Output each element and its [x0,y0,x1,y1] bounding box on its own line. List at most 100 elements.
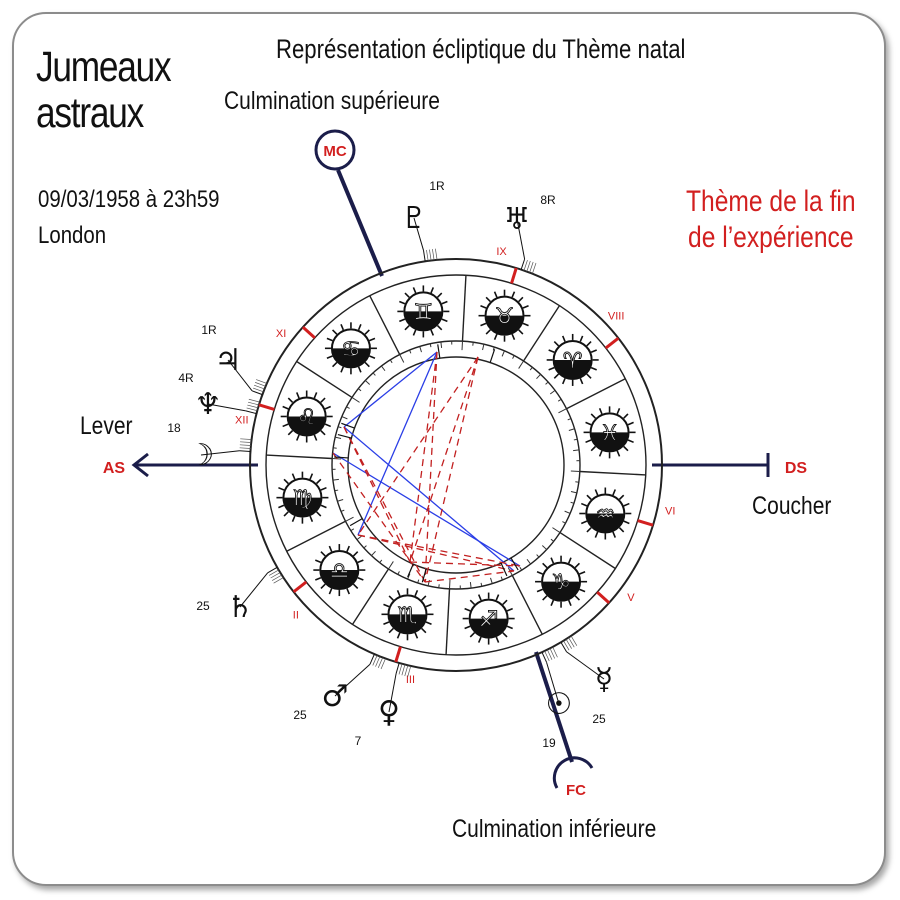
chart-subtitle: Représentation écliptique du Thème natal [276,34,686,64]
sign-ray [399,318,406,323]
sign-ray [340,366,345,373]
degree-tick [568,428,575,431]
saturn-degree: 25 [196,599,210,613]
planet-inner-tick [334,456,349,459]
sign-ray [314,559,322,564]
planet-leader [423,250,426,262]
planet-leader-lines [200,217,605,713]
ds-label: DS [785,460,808,477]
cancer-icon: ♋ [324,322,377,375]
planet-leader-hatch [239,447,251,449]
sign-ray [518,296,524,303]
jupiter-group: ♃1R [201,323,241,378]
moon-icon: ☽ [188,438,215,473]
house-cusp-mark [510,267,518,284]
sign-ray [396,589,401,597]
degree-tick [407,573,411,580]
sign-glyph: ♏ [398,603,418,628]
mars-degree: 25 [293,708,307,722]
planet-leader-hatch [377,657,383,668]
as-arrow [131,452,149,478]
planet-inner-tick [489,349,496,363]
sign-ray [328,545,333,552]
sign-ray [464,607,471,612]
fc-axis [534,651,574,763]
house-numeral: VI [665,506,675,518]
taurus-icon: ♉ [478,289,531,342]
planet-leader-hatch [375,656,381,667]
sign-ray [369,355,376,360]
sign-divider [266,454,333,460]
planet-leader-hatch [568,637,575,648]
sign-ray [414,589,419,597]
sign-glyph: ♎ [329,559,349,584]
sign-divider [579,470,646,476]
sign-ray [623,502,630,507]
sign-ray [326,355,333,360]
planet-leader-hatch [248,401,259,406]
sign-ray [550,599,555,607]
sign-ray [542,595,548,601]
title-line-1: Jumeaux [36,43,172,91]
house-numeral: IX [496,246,507,258]
sign-glyph: ♉ [495,305,515,330]
degree-tick [564,510,571,514]
degree-tick [409,349,412,354]
saturn-group: ♄25 [196,590,253,625]
house-numeral: III [406,674,415,686]
degree-tick [536,554,540,558]
sign-ray [388,595,394,601]
degree-tick [341,416,348,420]
sign-ray [383,603,390,608]
label-culmination-inferieure: Culmination inférieure [452,815,657,843]
pluto-degree: 1R [429,179,445,193]
planet-inner-tick [337,433,352,439]
venus-icon: ♀ [378,695,400,730]
birth-place: London [38,222,107,249]
birth-date: 09/03/1958 à 23h59 [38,186,220,213]
degree-tick [492,346,495,351]
planet-inner-tick [437,344,441,359]
degree-tick [562,521,566,524]
sign-ray [590,445,596,452]
sign-inner-ring [331,340,581,590]
sign-ray [320,551,326,557]
planet-inner-tick [349,518,363,527]
degree-tick [399,354,405,363]
sign-disc-shade [388,614,427,634]
sign-ray [283,478,289,485]
sign-ray [580,502,588,507]
sign-ray [425,621,432,626]
label-culmination-superieure: Culmination supérieure [224,87,440,115]
sign-ray [579,570,586,575]
degree-tick [332,478,339,481]
degree-tick [529,366,533,371]
sign-ray [502,599,508,605]
planet-leader-hatch [252,387,264,393]
planet-leader-hatch [570,635,578,646]
sign-divider [286,520,346,552]
degree-tick [557,398,562,402]
theme-label: Thème de la fin de l’expérience [686,184,856,256]
sign-dividers [266,275,646,655]
planet-leader-hatch [565,639,572,649]
sign-ray [536,588,543,593]
sign-disc-shade [283,497,322,517]
planet-leader [560,642,567,653]
degree-tick [417,579,420,584]
sign-ray [495,636,500,643]
sagittarius-icon: ♐ [462,592,515,645]
sign-divider [511,575,543,635]
sign-ray [291,473,296,480]
sign-ray [598,450,603,457]
sign-ray [316,478,322,485]
label-coucher: Coucher [752,492,832,520]
sign-ray [469,632,476,638]
planet-leader [566,651,605,680]
degree-tick [570,501,575,504]
sign-ray [414,632,419,639]
sign-ray [352,551,359,557]
theme-label-line-1: Thème de la fin [686,185,856,218]
planet-leader [267,566,278,574]
